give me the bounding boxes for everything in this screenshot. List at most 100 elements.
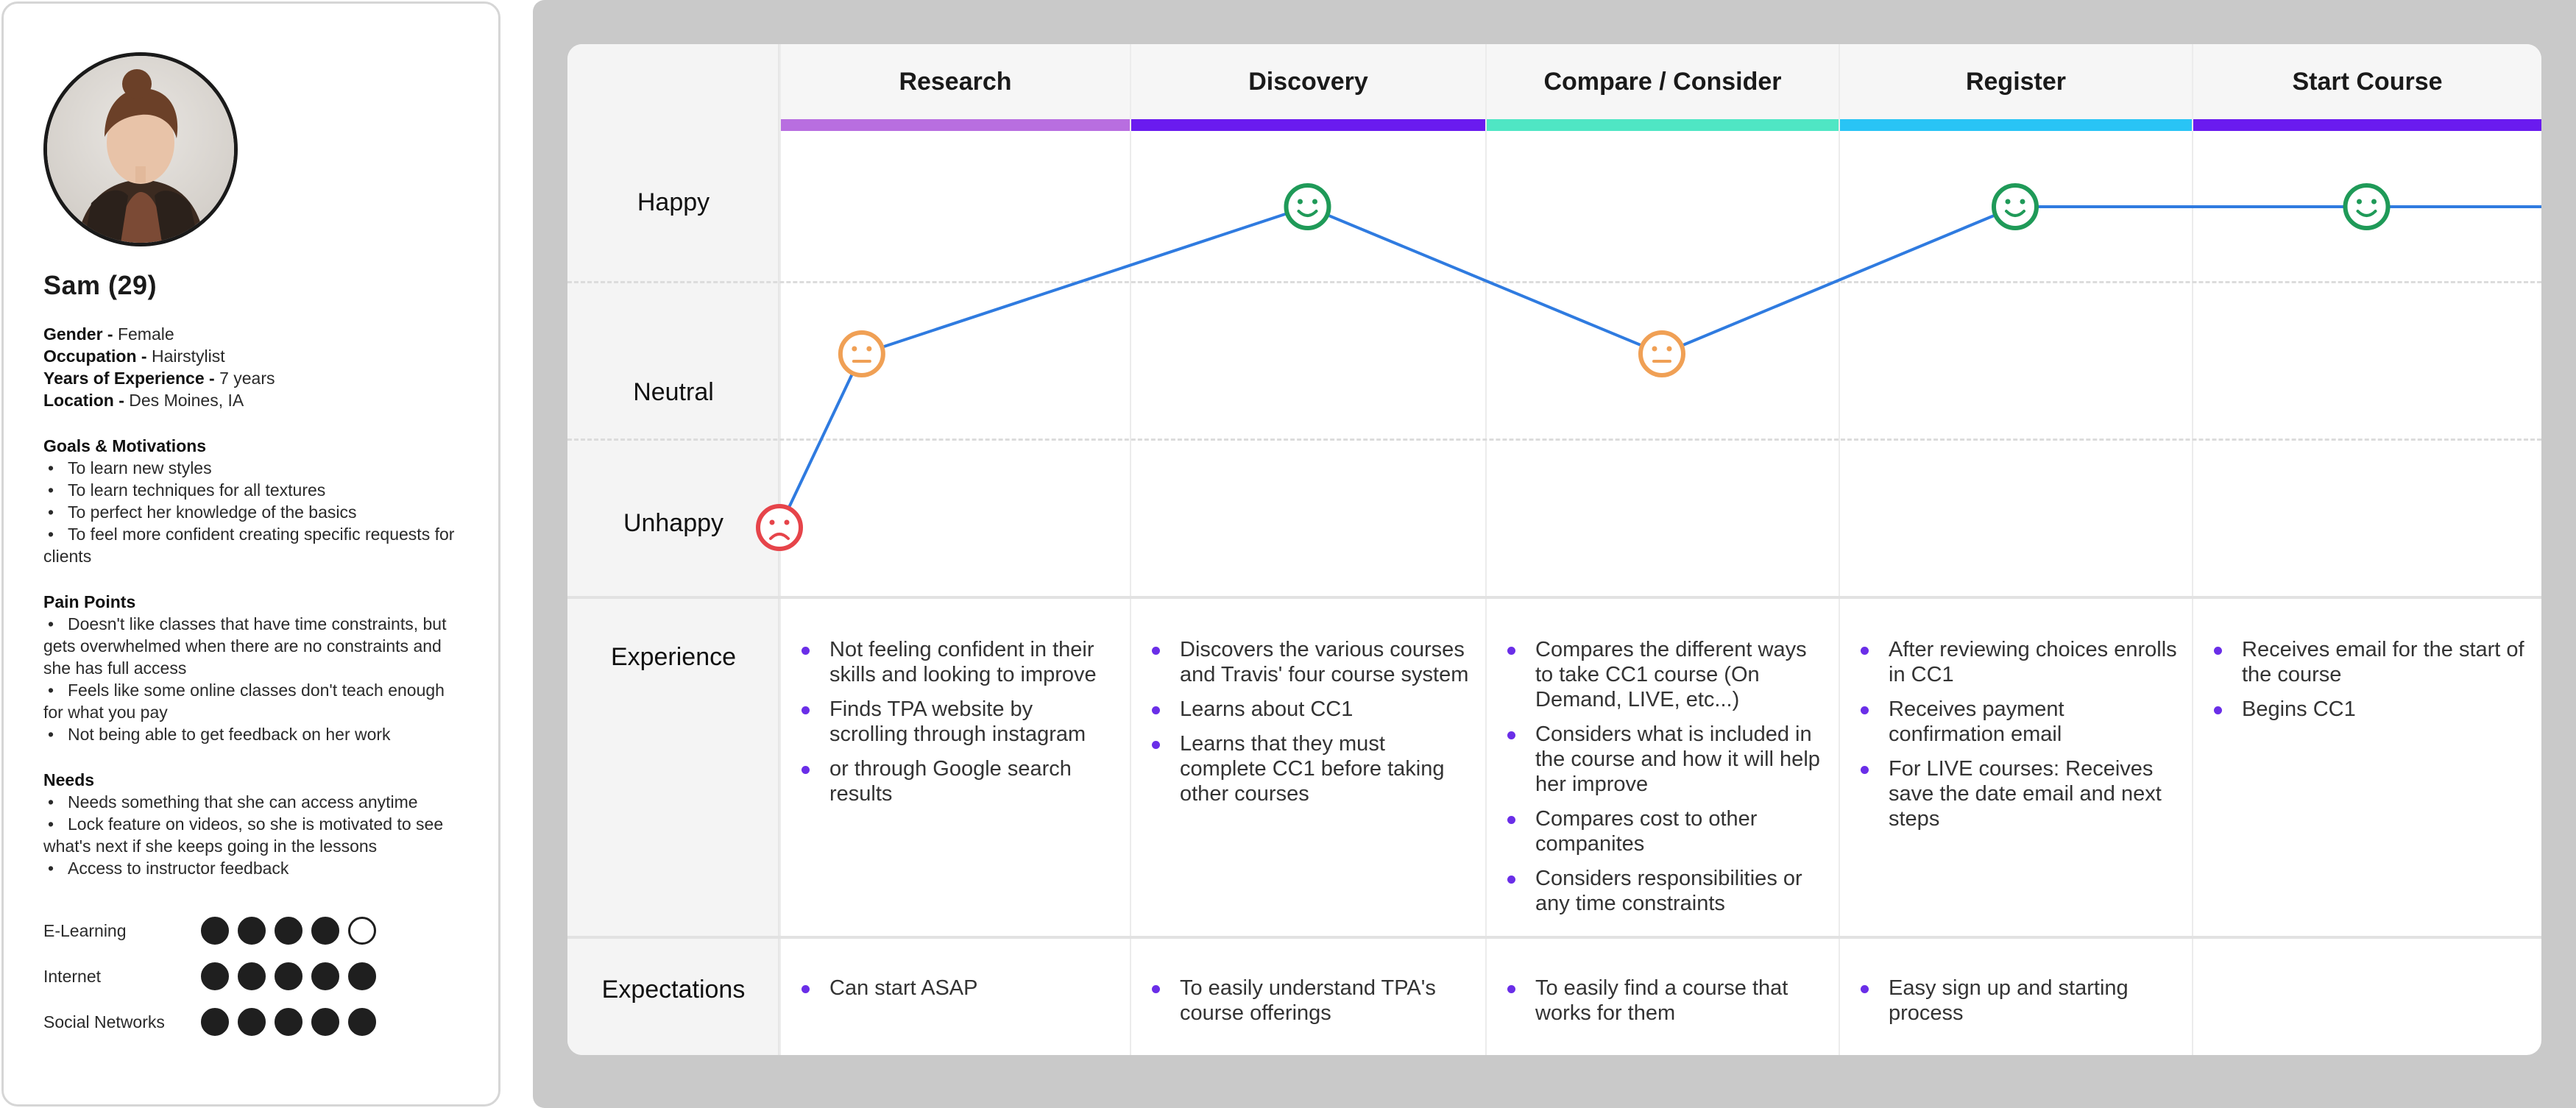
- rating-dots: [201, 962, 385, 990]
- rating-dot-filled: [275, 1008, 302, 1036]
- rating-dot-filled: [311, 1008, 339, 1036]
- needs-section: Needs •Needs something that she can acce…: [43, 769, 456, 879]
- avatar-photo: [47, 56, 234, 243]
- stage-header: Start Course: [2193, 44, 2541, 119]
- stage-header: Discovery: [1131, 44, 1485, 119]
- experience-cell: Not feeling confident in their skills an…: [781, 637, 1117, 816]
- rating-internet: Internet: [43, 962, 385, 991]
- experience-item: For LIVE courses: Receives save the date…: [1840, 756, 2179, 831]
- emotion-face-happy-icon: [1284, 183, 1331, 230]
- rating-label: E-Learning: [43, 920, 127, 940]
- emotion-face-happy-icon: [1992, 183, 2039, 230]
- experience-item: Learns that they must complete CC1 befor…: [1131, 731, 1472, 806]
- emotion-curve: [756, 183, 2541, 551]
- stage-header: Register: [1840, 44, 2192, 119]
- rating-dot-filled: [201, 1008, 229, 1036]
- experience-item: Receives payment confirmation email: [1840, 697, 2179, 747]
- experience-item: Compares cost to other companites: [1487, 806, 1825, 856]
- experience-item: Learns about CC1: [1131, 697, 1472, 722]
- goal-item: •To feel more confident creating specifi…: [43, 525, 455, 566]
- rating-dot-empty: [348, 917, 376, 945]
- rating-dot-filled: [201, 917, 229, 945]
- experience-item: or through Google search results: [781, 756, 1117, 806]
- persona-card: Sam (29) Gender - Female Occupation - Ha…: [1, 1, 500, 1107]
- experience-item: Not feeling confident in their skills an…: [781, 637, 1117, 687]
- experience-item: Begins CC1: [2193, 697, 2528, 722]
- stage-color-bar: [2193, 119, 2541, 131]
- detail-location: Location - Des Moines, IA: [43, 391, 244, 410]
- stage-header: Research: [781, 44, 1130, 119]
- rating-dot-filled: [201, 962, 229, 990]
- pain-point-item: •Feels like some online classes don't te…: [43, 681, 445, 722]
- expectations-cell: Easy sign up and starting process: [1840, 976, 2179, 1035]
- needs-title: Needs: [43, 770, 95, 789]
- expectations-cell: To easily find a course that works for t…: [1487, 976, 1825, 1035]
- experience-item: Considers what is included in the course…: [1487, 722, 1825, 797]
- rating-social-networks: Social Networks: [43, 1007, 385, 1037]
- expectation-item: To easily find a course that works for t…: [1487, 976, 1825, 1026]
- detail-experience: Years of Experience - 7 years: [43, 369, 275, 388]
- experience-item: Compares the different ways to take CC1 …: [1487, 637, 1825, 712]
- persona-details: Gender - Female Occupation - Hairstylist…: [43, 323, 456, 411]
- rating-label: Internet: [43, 966, 101, 986]
- goal-item: •To learn new styles: [48, 458, 212, 477]
- emotion-label-neutral: Neutral: [633, 378, 714, 406]
- expectation-item: Can start ASAP: [781, 976, 1117, 1001]
- section-divider-expectations: [567, 936, 2541, 939]
- section-divider-experience: [567, 596, 2541, 599]
- row-label-column: [567, 44, 779, 1055]
- rating-dot-filled: [238, 1008, 266, 1036]
- experience-cell: Discovers the various courses and Travis…: [1131, 637, 1472, 816]
- goals-title: Goals & Motivations: [43, 436, 207, 455]
- rating-e-learning: E-Learning: [43, 916, 385, 945]
- need-item: •Lock feature on videos, so she is motiv…: [43, 814, 444, 856]
- experience-item: Finds TPA website by scrolling through i…: [781, 697, 1117, 747]
- row-label-expectations: Expectations: [601, 976, 746, 1004]
- rating-dot-filled: [275, 962, 302, 990]
- experience-item: Considers responsibilities or any time c…: [1487, 866, 1825, 916]
- detail-occupation: Occupation - Hairstylist: [43, 347, 225, 366]
- expectation-item: Easy sign up and starting process: [1840, 976, 2179, 1026]
- pain-points-section: Pain Points •Doesn't like classes that h…: [43, 591, 456, 745]
- emotion-face-neutral-icon: [1638, 330, 1685, 377]
- emotion-label-happy: Happy: [637, 188, 710, 216]
- experience-item: After reviewing choices enrolls in CC1: [1840, 637, 2179, 687]
- emotion-divider-lower: [567, 438, 2541, 441]
- emotion-face-neutral-icon: [838, 330, 885, 377]
- rating-dot-filled: [311, 917, 339, 945]
- stage-color-bar: [1840, 119, 2192, 131]
- rating-dot-filled: [348, 962, 376, 990]
- pain-point-item: •Doesn't like classes that have time con…: [43, 614, 447, 678]
- expectation-item: To easily understand TPA's course offeri…: [1131, 976, 1472, 1026]
- avatar: [43, 52, 238, 246]
- goals-section: Goals & Motivations •To learn new styles…: [43, 435, 456, 567]
- experience-item: Discovers the various courses and Travis…: [1131, 637, 1472, 687]
- rating-dot-filled: [238, 917, 266, 945]
- rating-dots: [201, 917, 385, 945]
- emotion-face-unhappy-icon: [756, 504, 803, 551]
- rating-dot-filled: [311, 962, 339, 990]
- pain-point-item: •Not being able to get feedback on her w…: [48, 725, 391, 744]
- rating-dot-filled: [275, 917, 302, 945]
- expectations-cell: Can start ASAP: [781, 976, 1117, 1010]
- stage-color-bar: [1131, 119, 1485, 131]
- rating-label: Social Networks: [43, 1012, 165, 1031]
- rating-dots: [201, 1008, 385, 1036]
- emotion-divider-upper: [567, 281, 2541, 283]
- experience-item: Receives email for the start of the cour…: [2193, 637, 2528, 687]
- expectations-cell: To easily understand TPA's course offeri…: [1131, 976, 1472, 1035]
- persona-name: Sam (29): [43, 270, 158, 300]
- stage-header: Compare / Consider: [1487, 44, 1839, 119]
- need-item: •Needs something that she can access any…: [48, 792, 418, 812]
- rating-dot-filled: [238, 962, 266, 990]
- detail-gender: Gender - Female: [43, 324, 174, 344]
- emotion-face-happy-icon: [2343, 183, 2391, 230]
- stage-color-bar: [1487, 119, 1839, 131]
- experience-cell: Receives email for the start of the cour…: [2193, 637, 2528, 731]
- goal-item: •To learn techniques for all textures: [48, 480, 326, 500]
- stage-color-bar: [781, 119, 1130, 131]
